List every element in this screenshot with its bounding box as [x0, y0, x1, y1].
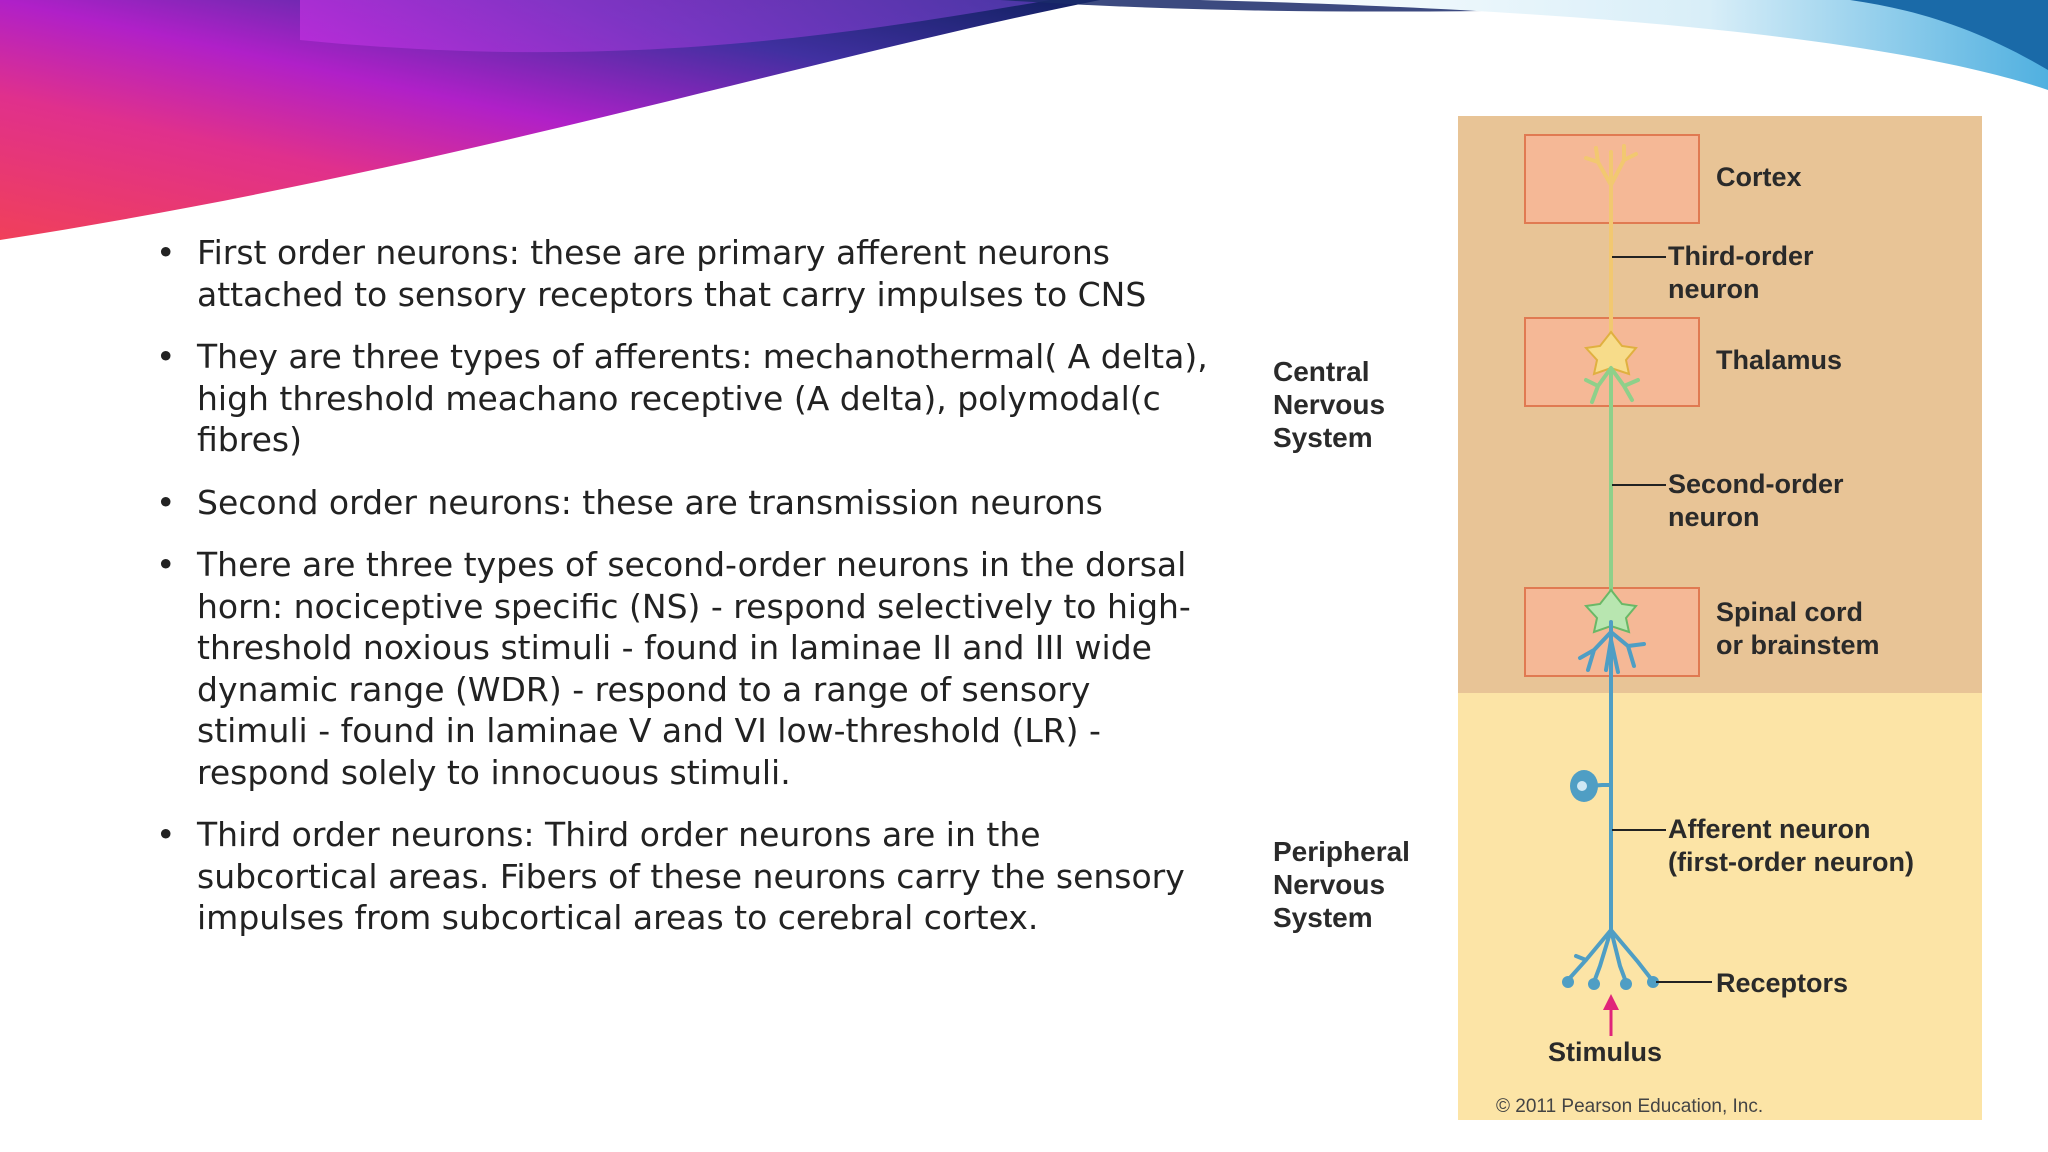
receptors-label: Receptors [1716, 968, 1848, 998]
receptor-endings [1562, 976, 1659, 990]
pns-label: Peripheral Nervous System [1273, 836, 1418, 933]
third-order-neuron [1584, 144, 1638, 337]
cortex-label: Cortex [1716, 162, 1802, 192]
third-order-label: Third-order neuron [1668, 241, 1821, 304]
thalamus-label: Thalamus [1716, 345, 1842, 375]
bullet-second-order: Second order neurons: these are transmis… [150, 482, 1210, 524]
bullet-first-order: First order neurons: these are primary a… [150, 232, 1210, 315]
decorative-banner [0, 0, 2048, 240]
stimulus-arrowhead [1603, 994, 1619, 1010]
second-order-label: Second-order neuron [1668, 469, 1851, 532]
second-order-neuron [1584, 366, 1640, 612]
bullet-afferent-types: They are three types of afferents: mecha… [150, 336, 1210, 461]
bullet-second-order-types: There are three types of second-order ne… [150, 544, 1210, 793]
spinal-cord-label: Spinal cord or brainstem [1716, 597, 1880, 660]
stimulus-label: Stimulus [1548, 1037, 1662, 1067]
afferent-nucleus [1577, 781, 1587, 791]
copyright-notice: © 2011 Pearson Education, Inc. [1496, 1096, 1764, 1117]
bullet-third-order: Third order neurons: Third order neurons… [150, 814, 1210, 939]
bullet-list: First order neurons: these are primary a… [150, 232, 1210, 960]
afferent-label: Afferent neuron (first-order neuron) [1668, 814, 1914, 877]
pns-background [1458, 693, 1982, 1120]
cns-label: Central Nervous System [1273, 356, 1393, 453]
neuron-pathway-diagram: Central Nervous System Peripheral Nervou… [1273, 116, 1982, 1120]
